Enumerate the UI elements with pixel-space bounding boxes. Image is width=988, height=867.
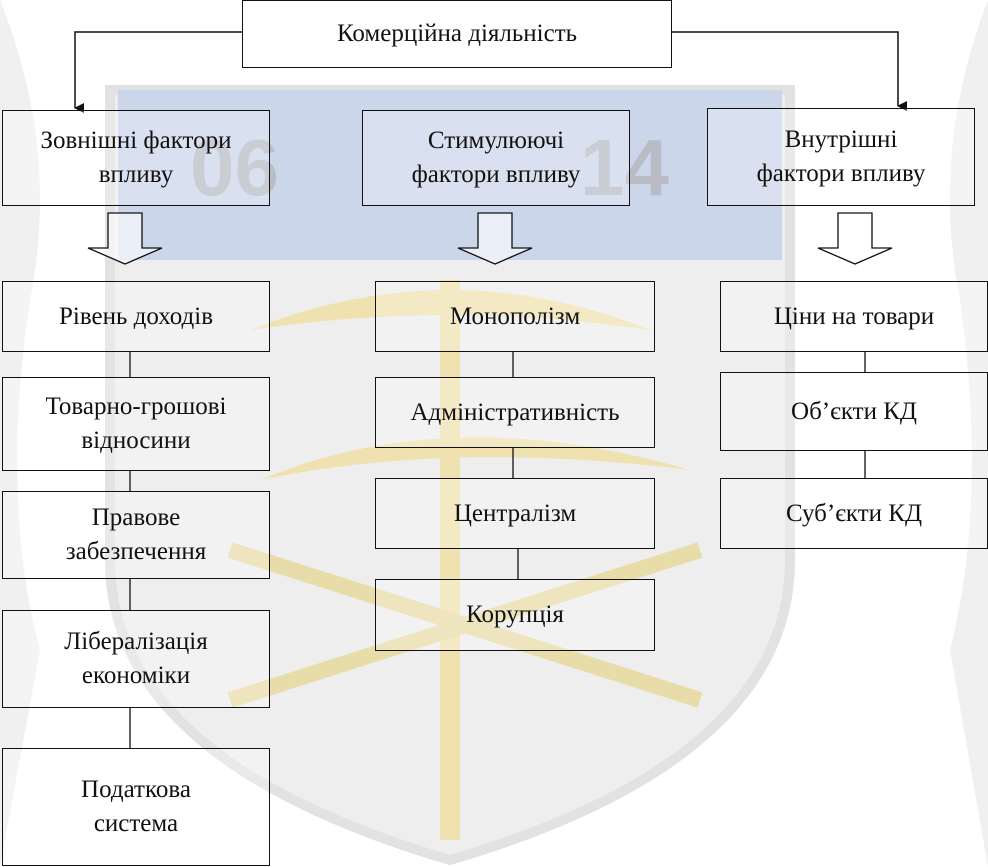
factor-box: Централізм (375, 478, 655, 549)
root-label: Комерційна діяльність (336, 20, 578, 47)
factor-label: Суб’єкти КД (785, 499, 923, 527)
factor-label: Об’єкти КД (791, 397, 917, 425)
factor-box: Правове забезпечення (2, 491, 270, 579)
hollow-arrow-icon (87, 212, 163, 265)
factor-label: Адміністративність (410, 398, 620, 426)
group-stimulating: Стимулюючі фактори впливу (362, 110, 630, 206)
factor-label: Монополізм (449, 302, 581, 330)
factor-label: Корупція (466, 601, 564, 628)
arrow-to-internal (672, 31, 907, 111)
watermark-number: 14 (580, 123, 669, 212)
factor-label: Правове забезпечення (65, 504, 207, 565)
factor-box: Суб’єкти КД (720, 478, 988, 549)
factor-box: Лібералізація економіки (2, 610, 270, 708)
group-label: Зовнішні фактори впливу (40, 127, 232, 188)
factor-box: Корупція (375, 579, 655, 651)
factor-box: Рівень доходів (2, 281, 270, 352)
group-label: Внутрішні фактори впливу (756, 126, 926, 187)
group-external: Зовнішні фактори впливу (2, 110, 270, 206)
hollow-arrow-icon (457, 212, 533, 265)
factor-box: Податкова система (2, 748, 270, 866)
factor-label: Централізм (453, 499, 577, 527)
root-box: Комерційна діяльність (242, 0, 672, 68)
factor-box: Товарно-грошові відносини (2, 377, 270, 471)
factor-box: Об’єкти КД (720, 372, 988, 451)
factor-label: Лібералізація економіки (64, 628, 208, 689)
factor-box: Монополізм (375, 281, 655, 352)
factor-label: Товарно-грошові відносини (45, 393, 227, 454)
group-label: Стимулюючі фактори впливу (411, 127, 581, 188)
factor-box: Адміністративність (375, 377, 655, 448)
factor-label: Ціни на товари (773, 302, 935, 330)
factor-label: Податкова система (81, 776, 191, 837)
factor-box: Ціни на товари (720, 281, 988, 352)
hollow-arrow-icon (817, 212, 893, 265)
factor-label: Рівень доходів (58, 302, 214, 330)
group-internal: Внутрішні фактори впливу (707, 108, 975, 206)
watermark-number: 06 (190, 123, 279, 212)
arrow-to-external (74, 31, 242, 113)
